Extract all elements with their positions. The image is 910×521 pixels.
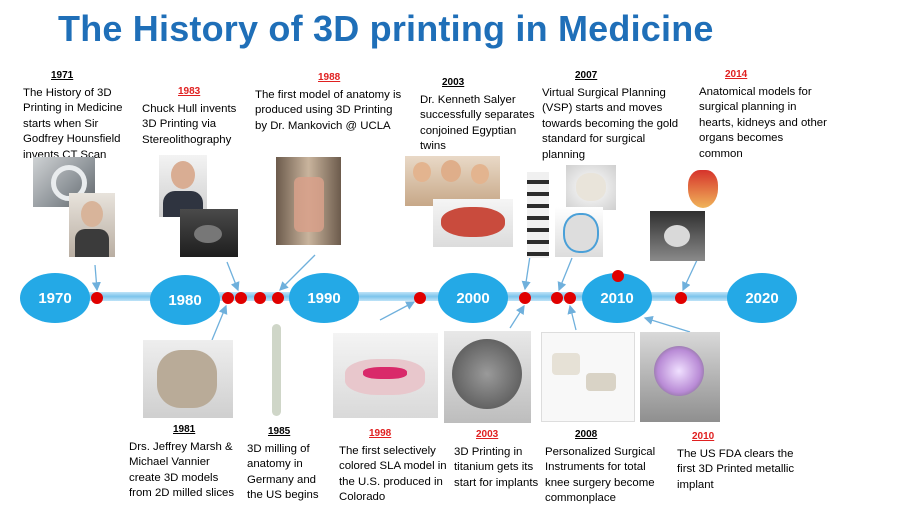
metallic-implant (640, 332, 720, 422)
event-1988: 1988 The first model of anatomy is produ… (255, 70, 405, 134)
event-text: The US FDA clears the first 3D Printed m… (677, 447, 795, 491)
event-text: The first selectively colored SLA model … (339, 444, 447, 504)
event-2008: 2008 Personalized Surgical Instruments f… (545, 427, 665, 507)
event-text: The first model of anatomy is produced u… (255, 88, 402, 132)
event-year: 2003 (442, 77, 465, 88)
event-dot (235, 292, 247, 304)
milled-skull-model (143, 340, 233, 418)
event-year: 1981 (173, 424, 196, 435)
vsp-skull-images (566, 165, 616, 210)
event-dot (564, 292, 576, 304)
event-dot (254, 292, 266, 304)
event-2014: 2014 Anatomical models for surgical plan… (699, 67, 829, 162)
event-year: 1971 (51, 70, 74, 81)
event-dot (91, 292, 103, 304)
decade-2020: 2020 (727, 273, 797, 323)
event-2003-bottom: 2003 3D Printing in titanium gets its st… (454, 427, 542, 491)
timeline-bar (30, 292, 740, 301)
event-1985: 1985 3D milling of anatomy in Germany an… (247, 424, 329, 504)
event-2003-top: 2003 Dr. Kenneth Salyer successfully sep… (420, 75, 538, 155)
event-text: 3D Printing in titanium gets its start f… (454, 445, 539, 489)
event-year: 1998 (369, 428, 392, 439)
colored-jaw-model (333, 333, 438, 418)
event-dot (519, 292, 531, 304)
vsp-strip (527, 172, 549, 258)
event-year: 2010 (692, 431, 715, 442)
event-1981: 1981 Drs. Jeffrey Marsh & Michael Vannie… (129, 422, 237, 502)
organ-hands-photo (650, 211, 705, 261)
event-text: Drs. Jeffrey Marsh & Michael Vannier cre… (129, 440, 235, 500)
event-dot (551, 292, 563, 304)
salyer-twins-photo (405, 156, 500, 206)
event-text: Dr. Kenneth Salyer successfully separate… (420, 93, 535, 153)
event-year: 2014 (725, 69, 748, 80)
event-2007: 2007 Virtual Surgical Planning (VSP) sta… (542, 68, 687, 163)
event-year: 1988 (318, 72, 341, 83)
event-year: 2008 (575, 429, 598, 440)
decade-1970: 1970 (20, 273, 90, 323)
event-year: 1985 (268, 426, 291, 437)
event-text: Chuck Hull invents 3D Printing via Stere… (142, 102, 237, 146)
event-year: 2003 (476, 429, 499, 440)
event-dot (612, 270, 624, 282)
organ-models-photo (678, 164, 728, 214)
event-1998: 1998 The first selectively colored SLA m… (339, 426, 451, 506)
event-text: Anatomical models for surgical planning … (699, 85, 827, 160)
sla-part-photo (180, 209, 238, 257)
event-text: Virtual Surgical Planning (VSP) starts a… (542, 86, 679, 161)
event-1983: 1983 Chuck Hull invents 3D Printing via … (142, 84, 250, 148)
event-text: Personalized Surgical Instruments for to… (545, 445, 656, 505)
decade-1990: 1990 (289, 273, 359, 323)
event-dot (272, 292, 284, 304)
femur-model (263, 318, 289, 423)
skull-model-photo (433, 199, 513, 247)
event-dot (414, 292, 426, 304)
decade-1980: 1980 (150, 275, 220, 325)
event-2010: 2010 The US FDA clears the first 3D Prin… (677, 429, 797, 493)
chuck-hull-portrait (159, 155, 207, 217)
event-dot (675, 292, 687, 304)
knee-instruments (541, 332, 635, 422)
event-dot (222, 292, 234, 304)
event-text: The History of 3D Printing in Medicine s… (23, 86, 123, 161)
decade-2000: 2000 (438, 273, 508, 323)
vsp-skull-model (555, 207, 603, 257)
event-text: 3D milling of anatomy in Germany and the… (247, 442, 319, 502)
hounsfield-portrait (69, 193, 115, 257)
page-title: The History of 3D printing in Medicine (58, 8, 714, 49)
event-year: 2007 (575, 70, 598, 81)
anatomy-model-photo (276, 157, 341, 245)
titanium-implant (444, 331, 531, 423)
event-year: 1983 (178, 86, 201, 97)
event-1971: 1971 The History of 3D Printing in Medic… (23, 68, 141, 163)
